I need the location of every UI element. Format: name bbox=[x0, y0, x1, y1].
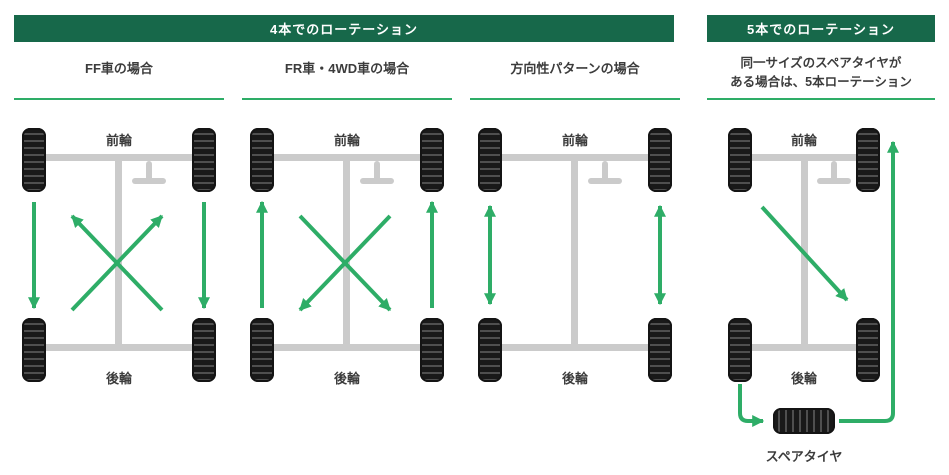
tire-front-left-icon bbox=[250, 128, 274, 192]
header-four-tire-rotation: 4本でのローテーション bbox=[14, 15, 674, 42]
tire-front-left-icon bbox=[478, 128, 502, 192]
panel-ff-title: FF車の場合 bbox=[85, 61, 153, 76]
tire-rear-left-icon bbox=[250, 318, 274, 382]
panel-fr-4wd: FR車・4WD車の場合 前輪 後輪 bbox=[242, 0, 452, 475]
front-wheel-label: 前輪 bbox=[105, 133, 132, 148]
tire-rear-right-icon bbox=[420, 318, 444, 382]
steering-column bbox=[146, 161, 152, 181]
tire-rear-left-icon bbox=[478, 318, 502, 382]
tire-front-right-icon bbox=[648, 128, 672, 192]
panel-directional: 方向性パターンの場合 前輪 後輪 bbox=[470, 0, 680, 475]
panel-five-tire-title-line1: 同一サイズのスペアタイヤが bbox=[740, 56, 902, 70]
panel-directional-chassis-diagram: 前輪 後輪 bbox=[470, 112, 680, 412]
rear-wheel-label: 後輪 bbox=[790, 371, 817, 386]
steering-column bbox=[831, 161, 837, 181]
panel-ff-chassis-diagram: 前輪 後輪 bbox=[14, 112, 224, 412]
tire-front-right-icon bbox=[420, 128, 444, 192]
rear-wheel-label: 後輪 bbox=[105, 371, 132, 386]
steering-column bbox=[602, 161, 608, 181]
panel-fr-title: FR車・4WD車の場合 bbox=[284, 61, 410, 76]
panel-ff: FF車の場合 前輪 後輪 bbox=[14, 0, 224, 475]
panel-directional-title: 方向性パターンの場合 bbox=[510, 61, 640, 76]
steering-bar bbox=[360, 178, 394, 184]
header-four-tire-label: 4本でのローテーション bbox=[270, 22, 418, 37]
spare-tire-icon bbox=[773, 408, 835, 434]
tire-rear-right-icon bbox=[192, 318, 216, 382]
panel-fr-chassis-diagram: 前輪 後輪 bbox=[242, 112, 452, 412]
panel-five-tire-underline bbox=[707, 98, 935, 100]
tire-front-left-icon bbox=[22, 128, 46, 192]
tire-rear-right-icon bbox=[648, 318, 672, 382]
rear-wheel-label: 後輪 bbox=[333, 371, 360, 386]
chassis-spine bbox=[571, 154, 578, 351]
header-five-tire-rotation: 5本でのローテーション bbox=[707, 15, 935, 42]
panel-five-tire-title: 同一サイズのスペアタイヤが ある場合は、5本ローテーション bbox=[707, 54, 935, 92]
chassis-spine bbox=[115, 154, 122, 351]
spare-tire-label: スペアタイヤ bbox=[765, 449, 843, 464]
arrow-rear-left-to-spare bbox=[738, 384, 765, 427]
header-five-tire-label: 5本でのローテーション bbox=[747, 22, 895, 37]
panel-directional-underline bbox=[470, 98, 680, 100]
panel-five-tire: 同一サイズのスペアタイヤが ある場合は、5本ローテーション 前輪 後輪 スペアタ… bbox=[707, 0, 935, 475]
steering-bar bbox=[132, 178, 166, 184]
steering-bar bbox=[817, 178, 851, 184]
panel-five-tire-title-line2: ある場合は、5本ローテーション bbox=[730, 75, 912, 89]
panel-ff-underline bbox=[14, 98, 224, 100]
panel-fr-underline bbox=[242, 98, 452, 100]
tire-front-right-icon bbox=[192, 128, 216, 192]
steering-bar bbox=[588, 178, 622, 184]
front-wheel-label: 前輪 bbox=[790, 133, 817, 148]
tire-front-left-icon bbox=[728, 128, 752, 192]
rear-wheel-label: 後輪 bbox=[561, 371, 588, 386]
front-wheel-label: 前輪 bbox=[561, 133, 588, 148]
chassis-spine bbox=[801, 154, 808, 351]
chassis-spine bbox=[343, 154, 350, 351]
tire-rear-left-icon bbox=[728, 318, 752, 382]
panel-five-tire-chassis-diagram: 前輪 後輪 スペアタイヤ bbox=[707, 112, 935, 475]
steering-column bbox=[374, 161, 380, 181]
tire-rear-left-icon bbox=[22, 318, 46, 382]
front-wheel-label: 前輪 bbox=[333, 133, 360, 148]
